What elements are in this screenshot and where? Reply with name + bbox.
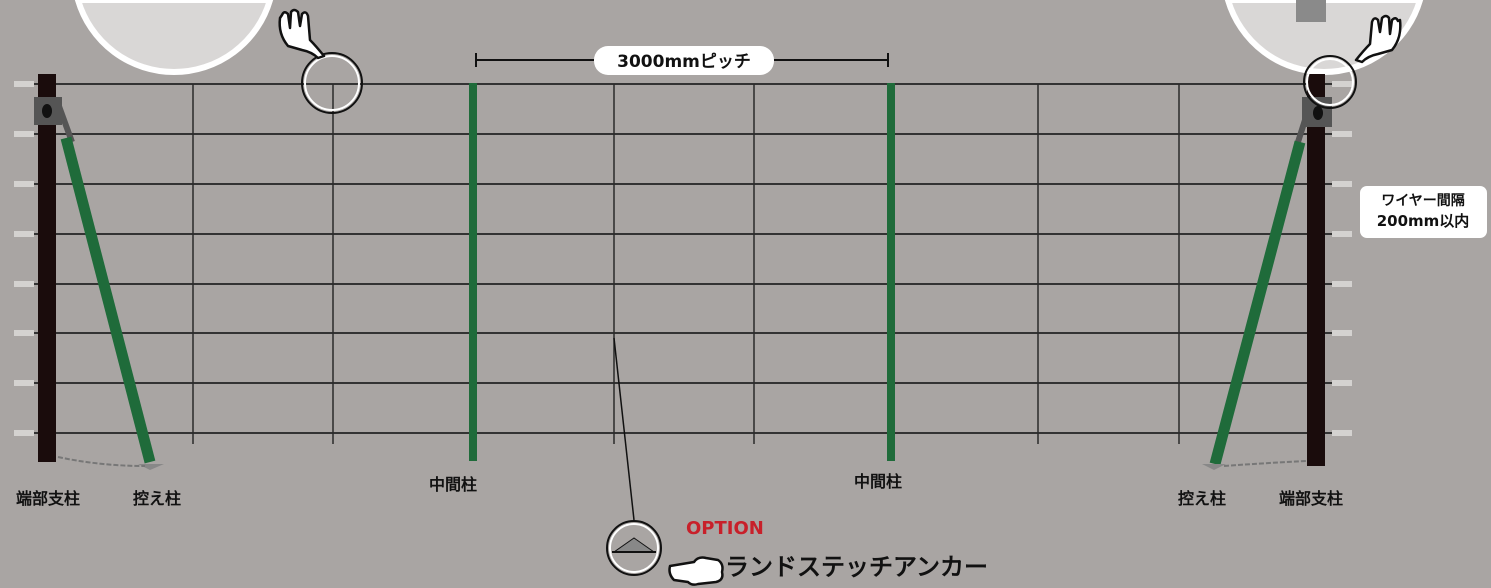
insulator-right-2 xyxy=(1332,131,1352,137)
insulator-right-8 xyxy=(1332,430,1352,436)
middle-post-2-label: 中間柱 xyxy=(854,472,902,491)
insulator-left-2 xyxy=(14,131,34,137)
insulator-left-6 xyxy=(14,330,34,336)
end-post-left xyxy=(38,74,56,462)
middle-post-2 xyxy=(887,83,895,461)
pitch-label: 3000mmピッチ xyxy=(617,52,751,72)
end-post-left-label: 端部支柱 xyxy=(16,489,80,508)
insulator-left-5 xyxy=(14,281,34,287)
insulator-right-6 xyxy=(1332,330,1352,336)
pointing-hand-icon xyxy=(1354,14,1402,64)
brace-post-right xyxy=(1209,140,1306,466)
option-product-name: ランドステッチアンカー xyxy=(725,553,988,581)
wire-lines xyxy=(18,83,1350,434)
end-post-right xyxy=(1307,74,1325,466)
insulator-right-1 xyxy=(1332,81,1352,87)
brace-foot-right xyxy=(1202,464,1226,470)
photo-detail-right xyxy=(1296,0,1326,22)
anchor-pointer-line xyxy=(613,337,635,521)
insulator-left-8 xyxy=(14,430,34,436)
brace-left-label: 控え柱 xyxy=(133,489,181,508)
wire-spacing-line2: 200mm以内 xyxy=(1377,212,1470,230)
option-tag: OPTION xyxy=(686,518,764,539)
pointing-hand-icon xyxy=(278,8,326,60)
insulator-right-5 xyxy=(1332,281,1352,287)
insulator-left-7 xyxy=(14,380,34,386)
insulator-left-3 xyxy=(14,181,34,187)
insulator-left-4 xyxy=(14,231,34,237)
bracket-right xyxy=(1295,97,1332,143)
insulator-left-1 xyxy=(14,81,34,87)
ground-anchor-icon xyxy=(606,520,662,576)
pitch-dimension: 3000mmピッチ xyxy=(475,46,889,75)
magnifier-circle-icon xyxy=(301,52,363,114)
insulators xyxy=(14,81,1352,436)
chain-icon xyxy=(57,456,1307,467)
middle-post-1-label: 中間柱 xyxy=(429,475,477,494)
middle-post-1 xyxy=(469,83,477,461)
wire-spacing-line1: ワイヤー間隔 xyxy=(1381,193,1465,209)
magnifier-circle-icon xyxy=(1303,55,1357,109)
photo-bubble-left xyxy=(74,0,274,75)
brace-foot-left xyxy=(138,464,164,470)
pointing-hand-icon xyxy=(668,556,724,586)
brace-post-left xyxy=(60,136,156,464)
end-post-right-label: 端部支柱 xyxy=(1279,489,1343,508)
insulator-right-3 xyxy=(1332,181,1352,187)
brace-right-label: 控え柱 xyxy=(1178,489,1226,508)
line-stakes xyxy=(192,84,1180,444)
insulator-right-4 xyxy=(1332,231,1352,237)
wire-spacing-badge: ワイヤー間隔 200mm以内 xyxy=(1360,186,1487,238)
insulator-right-7 xyxy=(1332,380,1352,386)
